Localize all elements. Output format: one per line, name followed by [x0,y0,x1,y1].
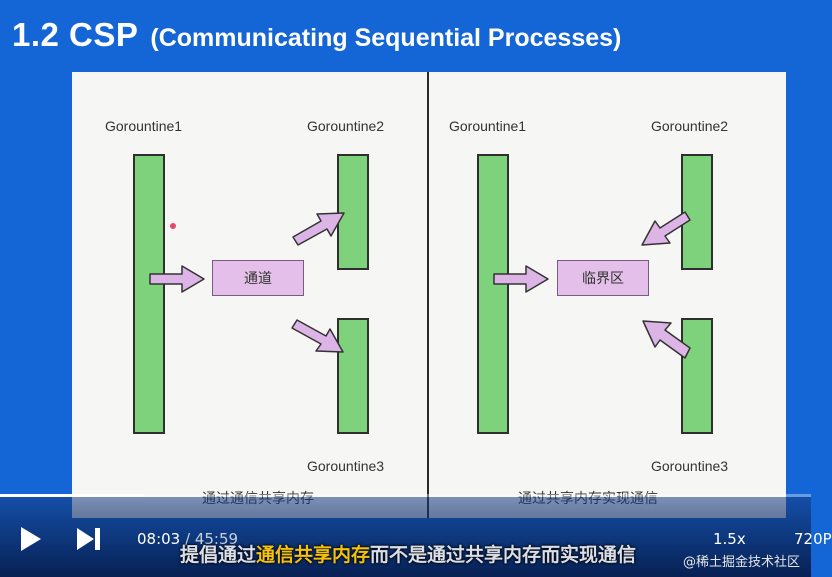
play-button[interactable] [20,526,42,556]
channel-box: 通道 [212,260,304,296]
quality-button[interactable]: 720P [794,530,832,548]
slide-canvas [72,72,786,518]
current-time: 08:03 [137,530,181,548]
title-main: 1.2 CSP [12,16,139,53]
next-button[interactable] [76,527,102,555]
next-icon [77,528,100,550]
subtitle-post: 而不是通过共享内存而实现通信 [370,544,637,566]
subtitle-highlight: 通信共享内存 [256,544,371,566]
total-time: 45:59 [194,530,239,548]
critical-section-box: 临界区 [557,260,649,296]
subtitle-pre: 提倡通过 [180,544,257,566]
player-controls [0,497,811,577]
right-goroutine3-bar [681,318,713,434]
time-display: 08:03 / 45:59 [137,530,238,548]
right-goroutine3-label: Gorountine3 [651,458,729,474]
right-goroutine1-label: Gorountine1 [449,118,527,134]
right-goroutine2-bar [681,154,713,270]
left-goroutine1-bar [133,154,165,434]
speed-button[interactable]: 1.5x [713,530,746,548]
time-separator: / [180,530,195,548]
left-goroutine2-label: Gorountine2 [307,118,385,134]
play-icon [21,527,41,551]
left-goroutine3-label: Gorountine3 [307,458,385,474]
panel-divider [427,72,429,518]
slide-title: 1.2 CSP (Communicating Sequential Process… [12,16,621,54]
progress-fill [0,494,144,497]
title-subtitle: (Communicating Sequential Processes) [150,24,622,52]
right-goroutine1-bar [477,154,509,434]
cursor-dot [170,223,176,229]
watermark: @稀土掘金技术社区 [683,555,801,570]
left-goroutine1-label: Gorountine1 [105,118,183,134]
progress-bar[interactable] [0,494,811,497]
left-goroutine2-bar [337,154,369,270]
left-goroutine3-bar [337,318,369,434]
right-goroutine2-label: Gorountine2 [651,118,729,134]
video-subtitle: 提倡通过通信共享内存而不是通过共享内存而实现通信 [180,540,636,567]
